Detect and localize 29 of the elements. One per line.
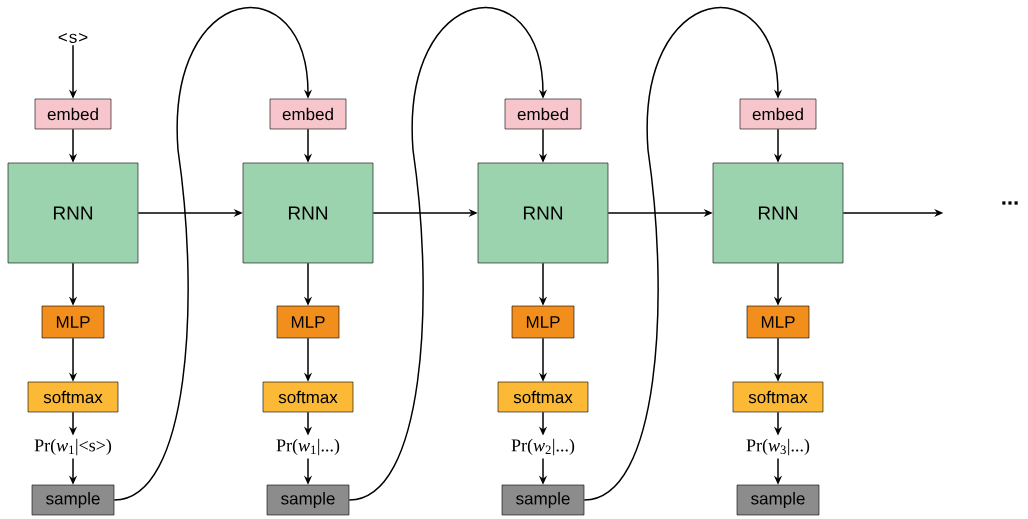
loop-arrow: [583, 7, 783, 501]
mlp-box: MLP: [276, 305, 340, 339]
embed-box: embed: [269, 98, 347, 130]
loop-arrow: [348, 7, 548, 501]
embed-box: embed: [504, 98, 582, 130]
probability-text: Pr(w$_{1}$|...): [276, 438, 340, 456]
mlp-box: MLP: [41, 305, 105, 339]
sample-box: sample: [31, 484, 115, 516]
mlp-box: MLP: [746, 305, 810, 339]
sample-box: sample: [501, 484, 585, 516]
rnn-box: RNN: [7, 162, 139, 264]
probability-text: Pr(w$_{2}$|...): [511, 438, 575, 456]
sample-box: sample: [266, 484, 350, 516]
sample-box: sample: [736, 484, 820, 516]
rnn-box: RNN: [242, 162, 374, 264]
embed-box: embed: [34, 98, 112, 130]
ellipsis: ...: [1002, 201, 1018, 205]
probability-text: Pr(w$_{1}$|<s>): [34, 438, 112, 456]
loop-arrow: [113, 7, 313, 501]
softmax-box: softmax: [262, 381, 354, 413]
mlp-box: MLP: [511, 305, 575, 339]
softmax-box: softmax: [732, 381, 824, 413]
softmax-box: softmax: [27, 381, 119, 413]
rnn-box: RNN: [712, 162, 844, 264]
rnn-box: RNN: [477, 162, 609, 264]
probability-text: Pr(w$_{3}$|...): [746, 438, 810, 456]
embed-box: embed: [739, 98, 817, 130]
softmax-box: softmax: [497, 381, 589, 413]
start-token: <s>: [58, 32, 88, 44]
